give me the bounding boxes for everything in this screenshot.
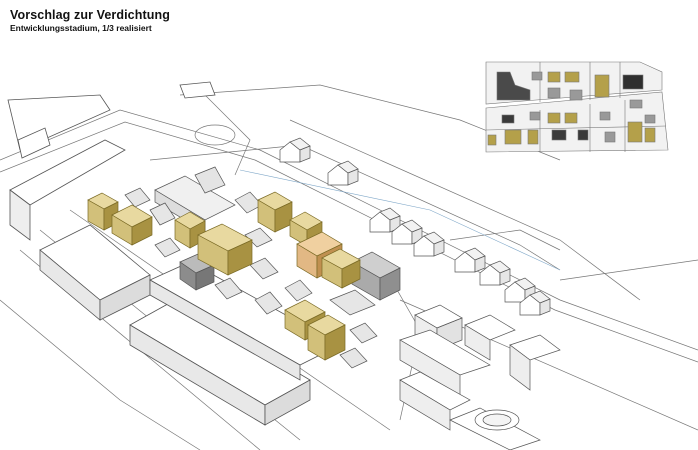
inset-key-plan xyxy=(485,61,669,153)
proposed-block-10 xyxy=(307,314,346,361)
diagram-title: Vorschlag zur Verdichtung xyxy=(10,8,170,22)
diagram-subtitle: Entwicklungsstadium, 1/3 realisiert xyxy=(10,23,152,33)
proposed-block-8 xyxy=(321,248,361,289)
water-line xyxy=(239,169,561,271)
rail-hall-blocks xyxy=(7,81,341,426)
existing-site-buildings xyxy=(124,166,401,369)
lower-right-complex xyxy=(399,304,561,450)
proposed-block-5 xyxy=(257,191,293,233)
proposed-block-4 xyxy=(197,223,253,276)
proposed-block-2 xyxy=(111,204,153,246)
proposed-buildings xyxy=(87,191,361,361)
